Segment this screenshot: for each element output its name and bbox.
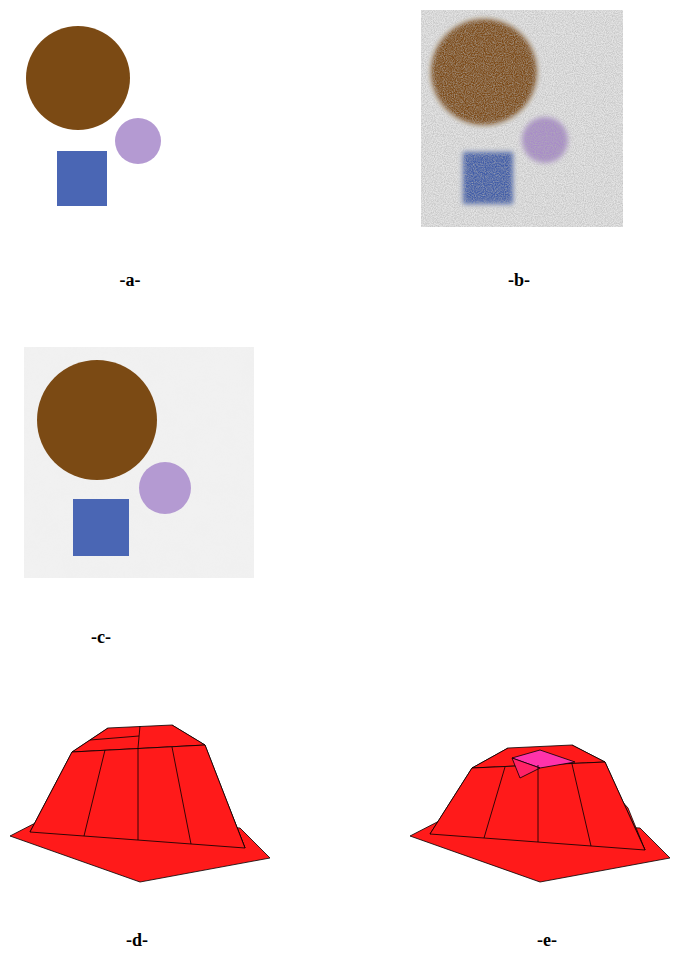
panel-a-image — [26, 26, 161, 206]
panel-label: -a- — [120, 270, 141, 291]
panel-label: -d- — [126, 930, 148, 951]
surface-plot-d — [10, 725, 270, 882]
panel-c-image — [24, 347, 254, 578]
panel-label: -e- — [537, 930, 557, 951]
panel-label: -b- — [508, 270, 530, 291]
panel-label: -c- — [91, 627, 111, 648]
panel-b-image — [421, 10, 623, 227]
surface-plot-e — [410, 745, 670, 882]
